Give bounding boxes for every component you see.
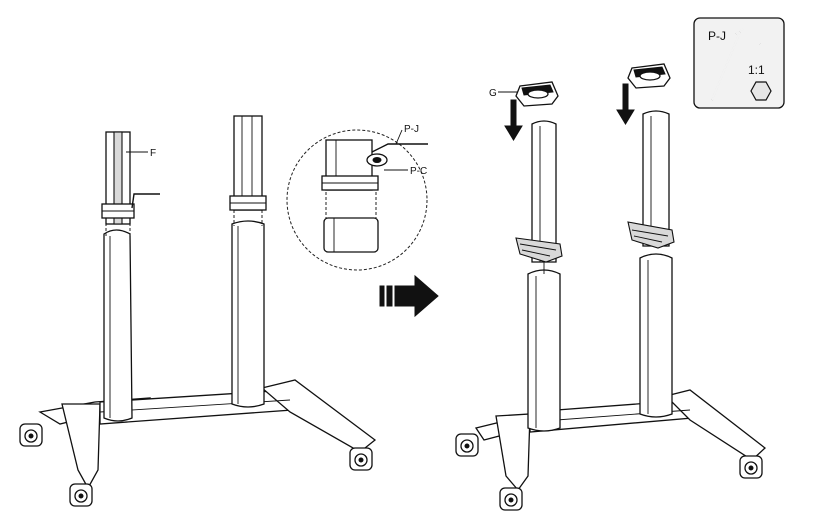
hex-nut-icon xyxy=(750,81,772,101)
right-stand: G xyxy=(455,63,767,511)
left-stand-base xyxy=(38,379,377,490)
arrow-down-icon xyxy=(504,99,523,141)
right-upper-column xyxy=(229,115,267,211)
label-g: G xyxy=(489,88,497,99)
left-upper-column xyxy=(101,131,135,225)
right-assembled-column xyxy=(627,110,675,418)
left-lower-column xyxy=(103,229,133,422)
caster-wheel-icon xyxy=(19,423,43,447)
caster-wheel-icon xyxy=(499,487,523,511)
caster-wheel-icon xyxy=(69,483,93,507)
caster-wheel-icon xyxy=(349,447,373,471)
right-stand-base xyxy=(474,389,767,492)
tool-box: P-J 1:1 xyxy=(693,17,785,109)
label-scale: 1:1 xyxy=(748,63,765,77)
detail-callout: P-J P-C xyxy=(286,124,428,271)
left-stand: F xyxy=(19,115,377,507)
hex-key-icon xyxy=(711,26,761,101)
caster-wheel-icon xyxy=(455,433,479,457)
cap-left xyxy=(515,81,559,107)
left-assembled-column xyxy=(515,120,563,432)
label-pj-tool: P-J xyxy=(708,29,726,43)
arrow-right-icon xyxy=(379,274,439,318)
right-lower-column xyxy=(231,220,265,408)
caster-wheel-icon xyxy=(739,455,763,479)
label-pj-detail: P-J xyxy=(404,124,419,135)
label-f: F xyxy=(150,148,156,159)
arrow-down-icon xyxy=(616,83,635,125)
label-pc-detail: P-C xyxy=(410,166,427,177)
cap-right xyxy=(627,63,671,89)
